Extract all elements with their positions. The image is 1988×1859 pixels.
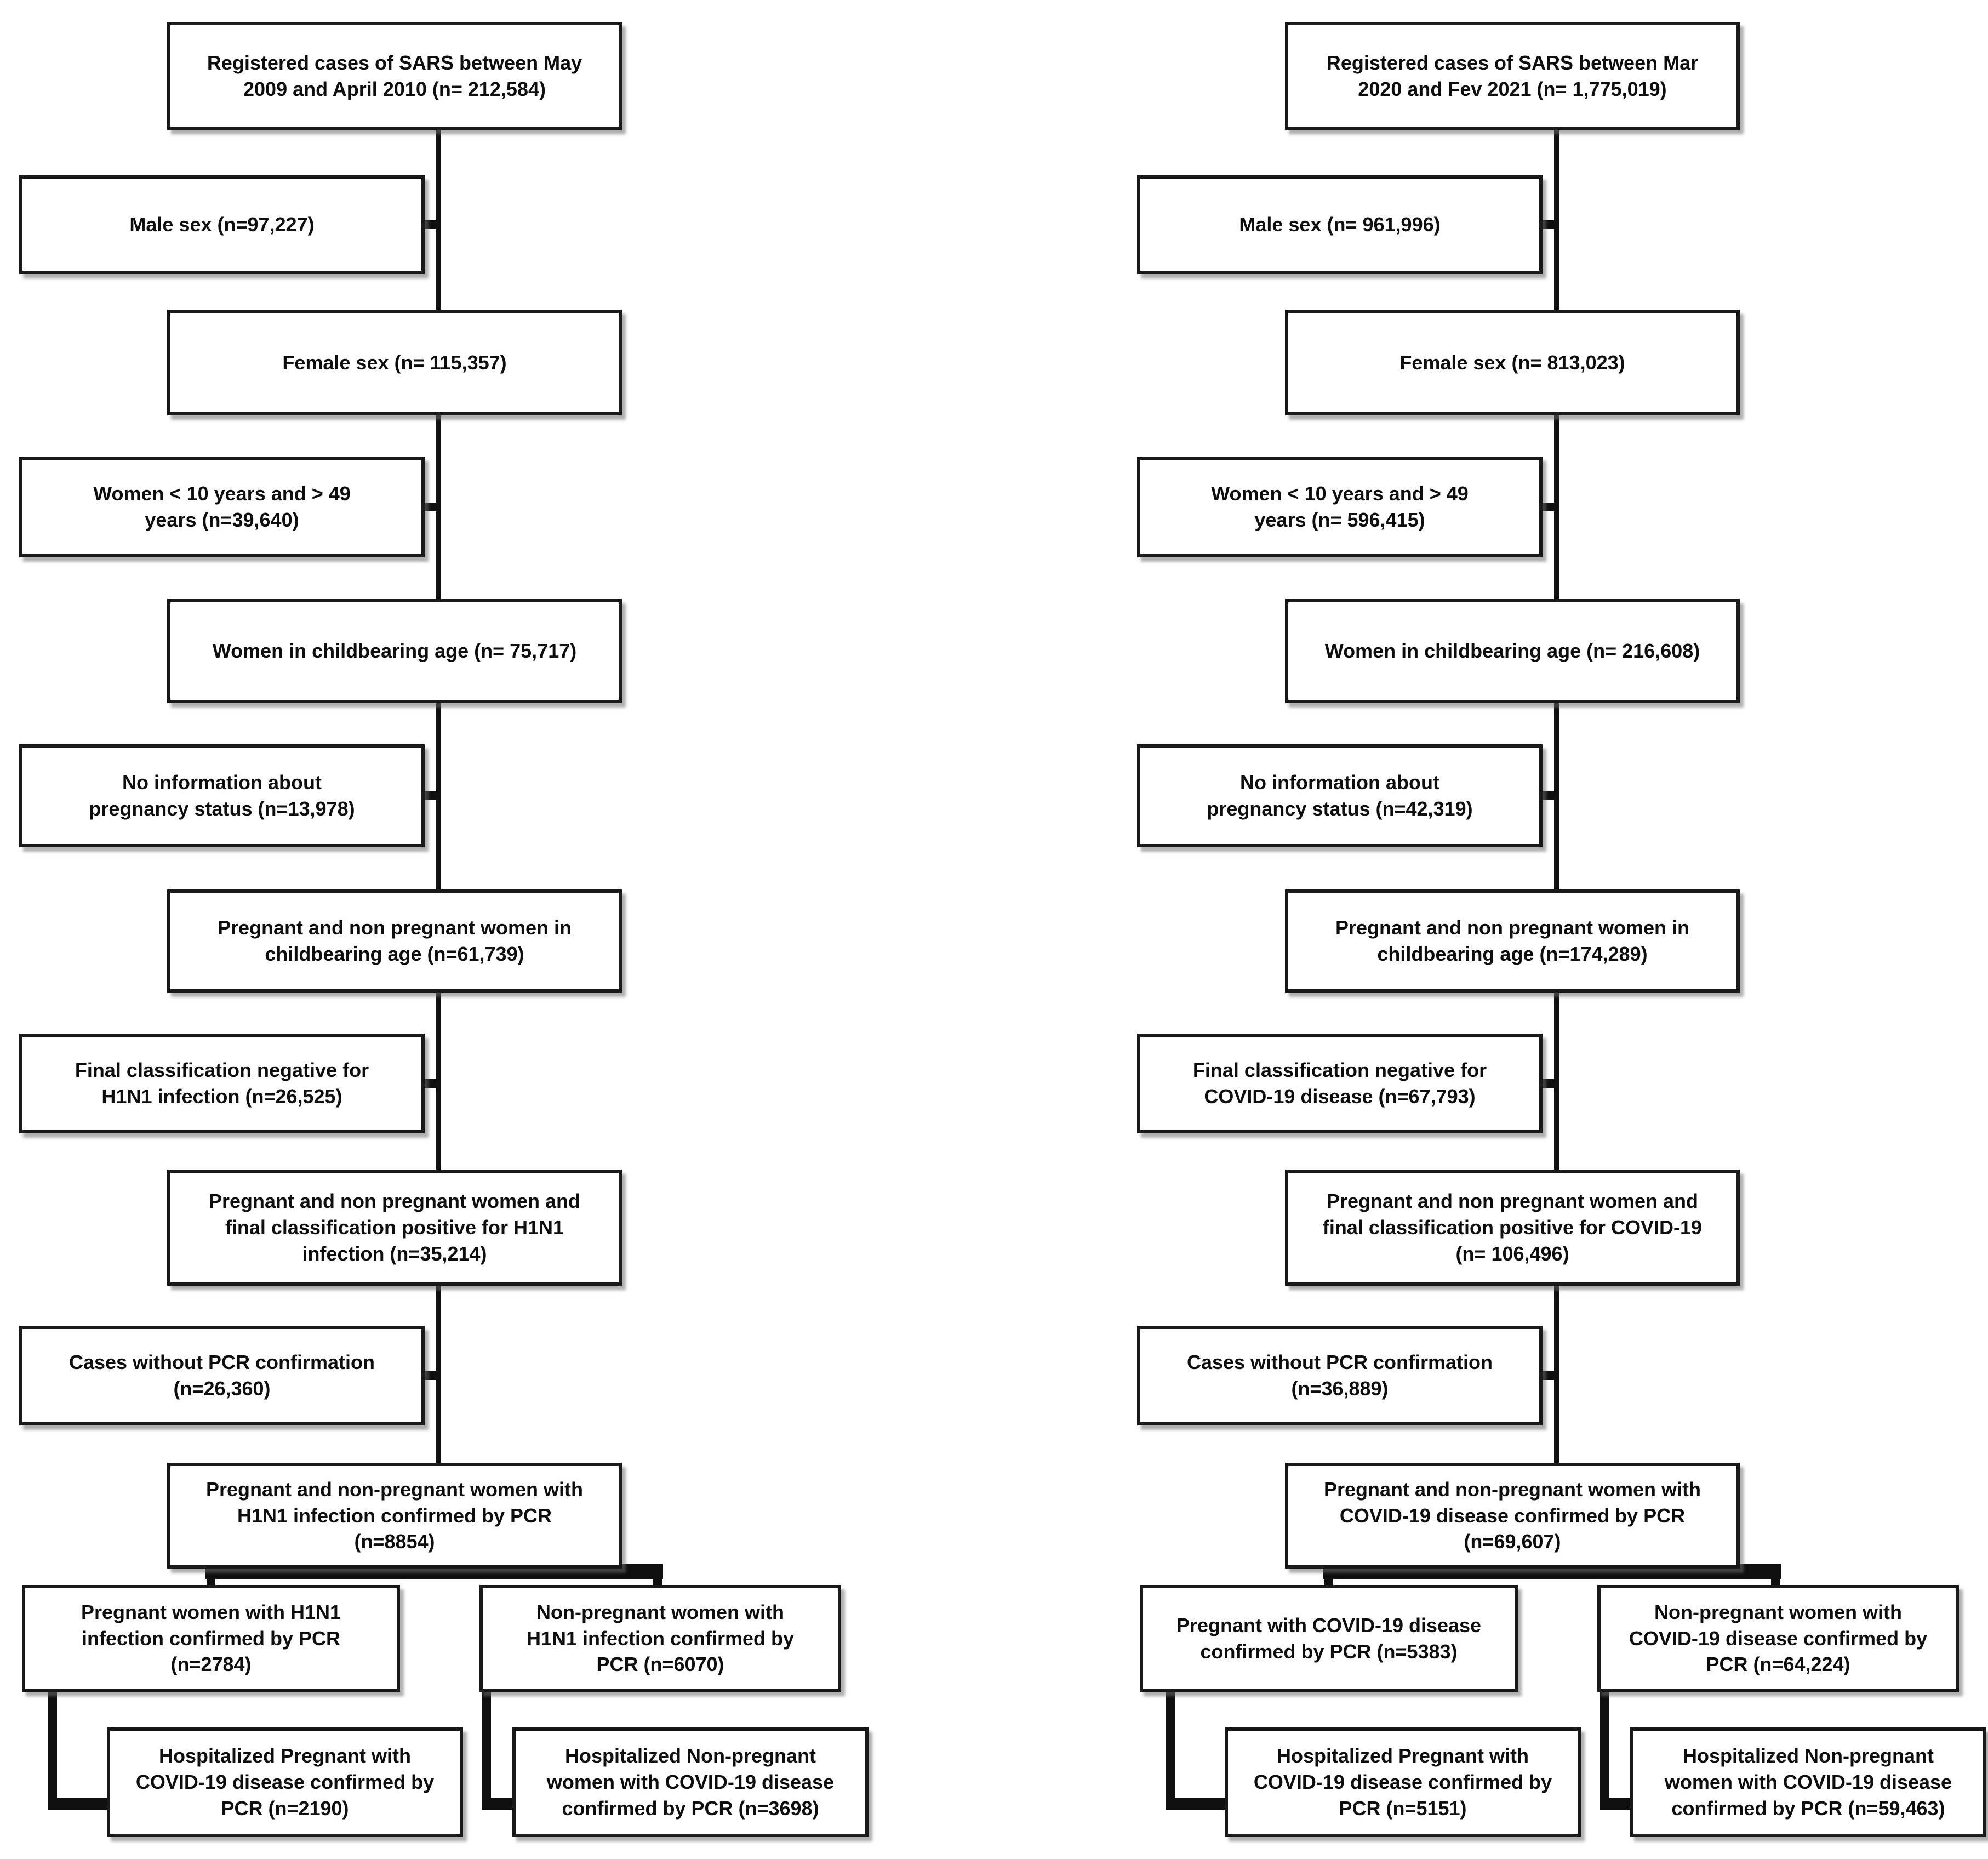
box-negative-classification: Final classification negative for H1N1 i… <box>19 1034 425 1133</box>
box-age-excluded: Women < 10 years and > 49 years (n=39,64… <box>19 457 425 557</box>
box-pregnant-confirmed: Pregnant with COVID-19 disease confirmed… <box>1140 1585 1518 1692</box>
connector-age-exclusion <box>1540 503 1557 511</box>
connector-male-exclusion <box>422 220 439 229</box>
box-pcr-confirmed: Pregnant and non-pregnant women with COV… <box>1285 1463 1740 1569</box>
flowchart-h1n1: Registered cases of SARS between May 200… <box>11 0 877 1859</box>
box-hospitalized-pregnant: Hospitalized Pregnant with COVID-19 dise… <box>107 1727 463 1837</box>
connector-hospitalized-right-elbow <box>482 1798 519 1810</box>
connector-noinfo-exclusion <box>1540 791 1557 800</box>
box-pregnant-confirmed: Pregnant women with H1N1 infection confi… <box>22 1585 400 1692</box>
connector-negative-exclusion <box>1540 1079 1557 1088</box>
connector-hospitalized-right-elbow <box>1600 1798 1637 1810</box>
box-registered-cases: Registered cases of SARS between Mar 202… <box>1285 22 1740 130</box>
box-positive-classification: Pregnant and non pregnant women and fina… <box>167 1170 622 1286</box>
connector-split-left-drop <box>1324 1564 1333 1589</box>
box-registered-cases: Registered cases of SARS between May 200… <box>167 22 622 130</box>
connector-hospitalized-left-vertical <box>48 1688 57 1810</box>
connector-hospitalized-right-vertical <box>1600 1688 1609 1810</box>
connector-negative-exclusion <box>422 1079 439 1088</box>
box-female-sex: Female sex (n= 813,023) <box>1285 310 1740 415</box>
connector-split-left-drop <box>207 1564 215 1589</box>
box-no-pregnancy-info: No information about pregnancy status (n… <box>1137 744 1543 847</box>
connector-noinfo-exclusion <box>422 791 439 800</box>
box-negative-classification: Final classification negative for COVID-… <box>1137 1034 1543 1133</box>
box-childbearing-age: Women in childbearing age (n= 75,717) <box>167 599 622 703</box>
box-age-excluded: Women < 10 years and > 49 years (n= 596,… <box>1137 457 1543 557</box>
box-nonpregnant-confirmed: Non-pregnant women with H1N1 infection c… <box>479 1585 841 1692</box>
connector-spine <box>436 130 441 1579</box>
box-hospitalized-nonpregnant: Hospitalized Non-pregnant women with COV… <box>512 1727 869 1837</box>
connector-hospitalized-right-vertical <box>482 1688 491 1810</box>
box-no-pregnancy-info: No information about pregnancy status (n… <box>19 744 425 847</box>
box-no-pcr-confirmation: Cases without PCR confirmation (n=36,889… <box>1137 1326 1543 1425</box>
connector-hospitalized-left-elbow <box>48 1798 114 1810</box>
connector-hospitalized-left-elbow <box>1166 1798 1232 1810</box>
flowchart-covid19: Registered cases of SARS between Mar 202… <box>1129 0 1988 1859</box>
box-positive-classification: Pregnant and non pregnant women and fina… <box>1285 1170 1740 1286</box>
connector-spine <box>1554 130 1559 1579</box>
connector-nopcr-exclusion <box>422 1371 439 1380</box>
connector-male-exclusion <box>1540 220 1557 229</box>
box-male-sex-excluded: Male sex (n=97,227) <box>19 175 425 274</box>
box-nonpregnant-confirmed: Non-pregnant women with COVID-19 disease… <box>1597 1585 1959 1692</box>
box-pregnant-nonpregnant: Pregnant and non pregnant women in child… <box>167 889 622 993</box>
box-hospitalized-pregnant: Hospitalized Pregnant with COVID-19 dise… <box>1225 1727 1581 1837</box>
box-hospitalized-nonpregnant: Hospitalized Non-pregnant women with COV… <box>1630 1727 1986 1837</box>
box-pcr-confirmed: Pregnant and non-pregnant women with H1N… <box>167 1463 622 1569</box>
box-male-sex-excluded: Male sex (n= 961,996) <box>1137 175 1543 274</box>
box-female-sex: Female sex (n= 115,357) <box>167 310 622 415</box>
connector-nopcr-exclusion <box>1540 1371 1557 1380</box>
box-pregnant-nonpregnant: Pregnant and non pregnant women in child… <box>1285 889 1740 993</box>
connector-split-right-drop <box>1771 1564 1780 1589</box>
connector-split-right-drop <box>653 1564 662 1589</box>
connector-age-exclusion <box>422 503 439 511</box>
box-childbearing-age: Women in childbearing age (n= 216,608) <box>1285 599 1740 703</box>
connector-hospitalized-left-vertical <box>1166 1688 1175 1810</box>
box-no-pcr-confirmation: Cases without PCR confirmation (n=26,360… <box>19 1326 425 1425</box>
